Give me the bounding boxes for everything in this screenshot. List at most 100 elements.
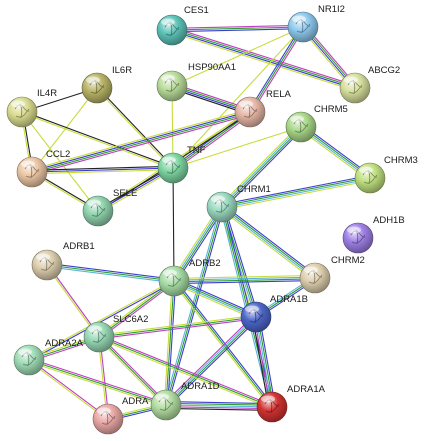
- edge-strand: [28, 361, 166, 408]
- node-highlight: [162, 156, 176, 164]
- edge-strand: [171, 24, 303, 29]
- node-label: ADRA2A: [45, 338, 84, 349]
- node-rela[interactable]: RELA: [234, 89, 291, 128]
- node-label: HSP90AA1: [188, 62, 236, 73]
- edge-strand: [172, 28, 356, 88]
- edge-adra1d-adra1a: [165, 401, 273, 411]
- edge-strand: [250, 27, 305, 114]
- edge-strand: [21, 112, 173, 170]
- node-label: ADRA1D: [181, 381, 220, 392]
- node-adh1b[interactable]: ADH1B: [342, 215, 405, 254]
- edge-strand: [167, 281, 177, 406]
- edge-strand: [173, 112, 251, 170]
- node-adra1b[interactable]: ADRA1B: [240, 294, 308, 333]
- node-label: CCL2: [46, 149, 70, 160]
- node-chrm5[interactable]: CHRM5: [285, 104, 348, 143]
- edge-strand: [222, 127, 302, 208]
- node-label: SELE: [113, 188, 137, 199]
- edge-strand: [223, 206, 259, 317]
- edge-strand: [173, 276, 315, 281]
- edge-strand: [28, 359, 167, 406]
- edge-slc6a2-adra1a: [98, 334, 273, 410]
- node-highlight: [359, 166, 373, 174]
- edge-ccl2-tnf: [31, 165, 174, 175]
- edge-chrm1-chrm2: [220, 204, 317, 281]
- edge-strand: [163, 206, 221, 405]
- node-highlight: [304, 266, 318, 274]
- node-chrm2[interactable]: CHRM2: [299, 255, 365, 294]
- node-highlight: [292, 15, 306, 23]
- edge-strand: [223, 204, 317, 277]
- node-label: ADRA: [122, 396, 149, 407]
- node-highlight: [18, 348, 32, 356]
- edge-strand: [28, 360, 108, 421]
- edge-strand: [99, 281, 176, 339]
- edge-nr1i2-rela: [248, 25, 305, 114]
- edge-strand: [171, 26, 304, 87]
- node-label: ADRB1: [63, 241, 95, 252]
- edge-ces1-abcg2: [171, 27, 356, 91]
- node-highlight: [36, 253, 50, 261]
- node-hsp90aa1[interactable]: HSP90AA1: [156, 62, 236, 102]
- edge-layer: [20, 24, 372, 422]
- node-chrm3[interactable]: CHRM3: [354, 155, 418, 194]
- node-chrm1[interactable]: CHRM1: [206, 184, 271, 223]
- edge-ces1-nr1i2: [171, 24, 304, 33]
- node-adrb2[interactable]: ADRB2: [158, 258, 221, 297]
- edge-adrb2-adra1a: [172, 279, 274, 409]
- edge-chrm1-chrm3: [221, 174, 371, 211]
- node-label: NR1I2: [318, 4, 345, 15]
- edge-strand: [166, 317, 257, 407]
- node-sele[interactable]: SELE: [82, 188, 137, 227]
- edge-strand: [97, 87, 175, 168]
- edge-tnf-chrm5: [172, 126, 302, 169]
- edge-strand: [165, 404, 273, 408]
- edge-strand: [98, 280, 175, 338]
- edge-strand: [99, 334, 273, 406]
- edge-strand: [222, 179, 371, 211]
- edge-strand: [221, 207, 315, 280]
- node-slc6a2[interactable]: SLC6A2: [83, 314, 148, 353]
- node-il6r[interactable]: IL6R: [81, 65, 132, 104]
- node-highlight: [86, 76, 100, 84]
- edge-strand: [99, 335, 168, 405]
- node-adra2a[interactable]: ADRA2A: [13, 338, 84, 376]
- node-adrb1[interactable]: ADRB1: [31, 241, 95, 281]
- node-tnf[interactable]: TNF: [157, 145, 206, 184]
- edge-strand: [219, 124, 300, 206]
- edge-strand: [172, 126, 302, 169]
- edge-adrb2-adra1d: [163, 280, 177, 406]
- edge-strand: [46, 266, 174, 284]
- edge-strand: [99, 318, 257, 340]
- edge-strand: [29, 357, 167, 404]
- node-ccl2[interactable]: CCL2: [16, 149, 70, 188]
- edge-strand: [167, 318, 259, 408]
- node-il4r[interactable]: IL4R: [6, 88, 57, 128]
- node-nr1i2[interactable]: NR1I2: [287, 4, 345, 43]
- edge-strand: [221, 174, 370, 206]
- node-adra[interactable]: ADRA: [92, 396, 149, 435]
- edge-rela-tnf: [171, 109, 252, 171]
- edge-strand: [47, 262, 175, 280]
- edge-strand: [98, 314, 256, 336]
- edge-strand: [31, 109, 250, 171]
- node-ces1[interactable]: CES1: [156, 5, 209, 46]
- edge-strand: [98, 336, 167, 406]
- node-abcg2[interactable]: ABCG2: [339, 65, 400, 104]
- node-highlight: [344, 76, 358, 84]
- edge-strand: [46, 264, 175, 282]
- edge-strand: [252, 317, 270, 408]
- node-highlight: [211, 195, 225, 203]
- node-label: ADH1B: [373, 215, 405, 226]
- node-adra1d[interactable]: ADRA1D: [150, 381, 220, 421]
- edge-strand: [220, 208, 314, 281]
- node-highlight: [261, 395, 275, 403]
- edge-il6r-ccl2: [31, 87, 98, 173]
- node-adra1a[interactable]: ADRA1A: [256, 384, 326, 423]
- edge-chrm2-adrb2: [173, 274, 316, 285]
- edge-il4r-tnf: [21, 110, 174, 170]
- edge-strand: [174, 279, 316, 285]
- edge-strand: [248, 25, 303, 112]
